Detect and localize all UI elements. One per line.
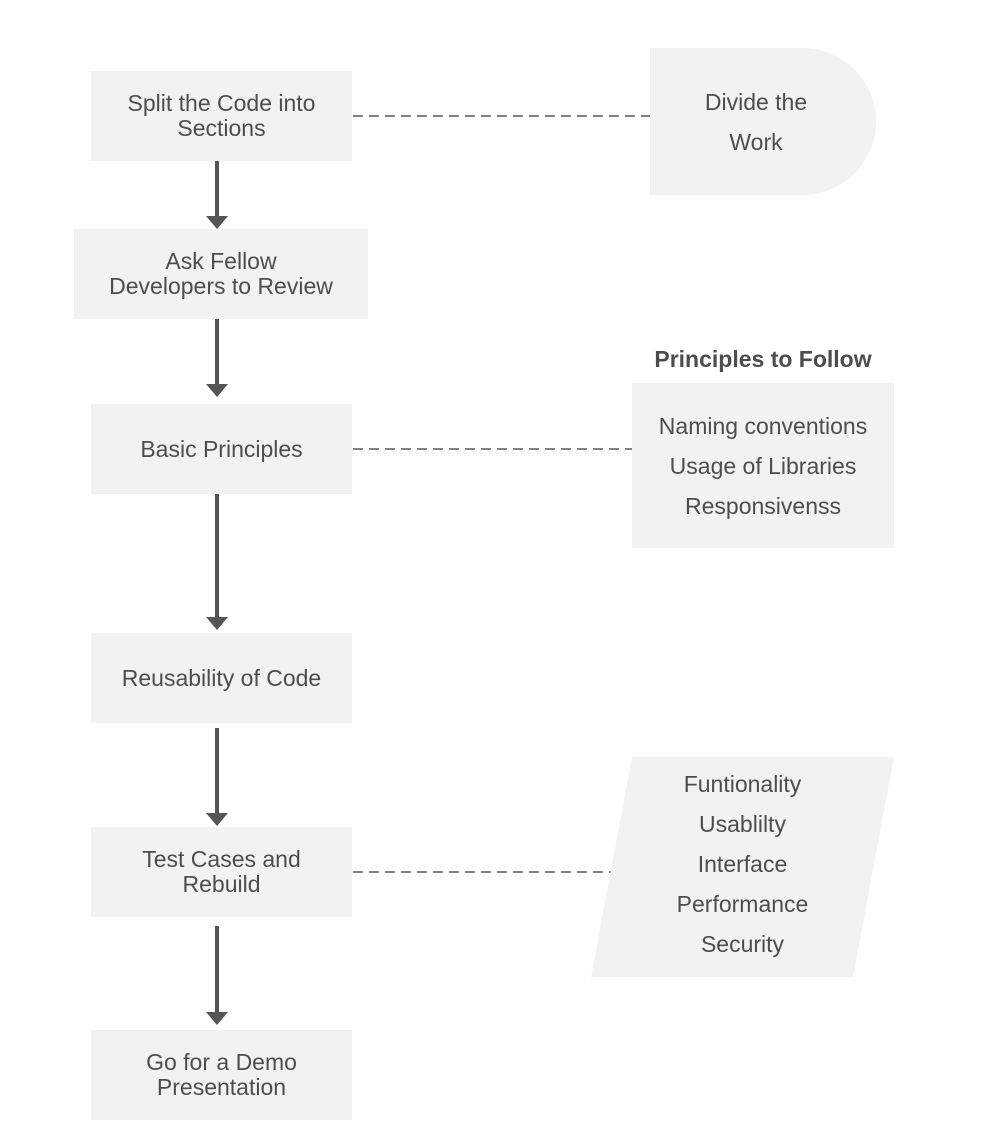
testing-item: Performance bbox=[676, 891, 809, 917]
flow-arrows bbox=[206, 161, 228, 1025]
testing-item: Funtionality bbox=[683, 771, 802, 797]
principles-title: Principles to Follow bbox=[654, 346, 872, 372]
step-ask-review: Ask Fellow Developers to Review bbox=[74, 229, 368, 319]
step-split-code: Split the Code into Sections bbox=[91, 71, 352, 161]
testing-list: Funtionality Usablilty Interface Perform… bbox=[591, 764, 894, 964]
step-test-cases: Test Cases and Rebuild bbox=[91, 827, 352, 917]
principle-item: Naming conventions bbox=[658, 412, 868, 439]
arrow-3-head bbox=[206, 617, 228, 630]
testing-item: Usablilty bbox=[699, 811, 786, 837]
testing-item: Interface bbox=[697, 851, 788, 877]
step-demo: Go for a Demo Presentation bbox=[91, 1030, 352, 1120]
parallelogram-shape bbox=[591, 757, 894, 977]
arrow-4-head bbox=[206, 813, 228, 826]
principles-box: Naming conventions Usage of Libraries Re… bbox=[632, 383, 894, 548]
step-basic-principles: Basic Principles bbox=[91, 404, 352, 494]
testing-parallelogram: Funtionality Usablilty Interface Perform… bbox=[591, 757, 894, 977]
divide-work-terminator: Divide the Work bbox=[650, 48, 876, 195]
principle-item: Usage of Libraries bbox=[669, 452, 857, 479]
arrow-5-head bbox=[206, 1012, 228, 1025]
principle-item: Responsivenss bbox=[685, 492, 841, 519]
testing-item: Security bbox=[700, 931, 785, 957]
dashed-connectors bbox=[353, 115, 650, 873]
arrow-2-head bbox=[206, 384, 228, 397]
step-reusability: Reusability of Code bbox=[91, 633, 352, 723]
arrow-1-head bbox=[206, 216, 228, 229]
